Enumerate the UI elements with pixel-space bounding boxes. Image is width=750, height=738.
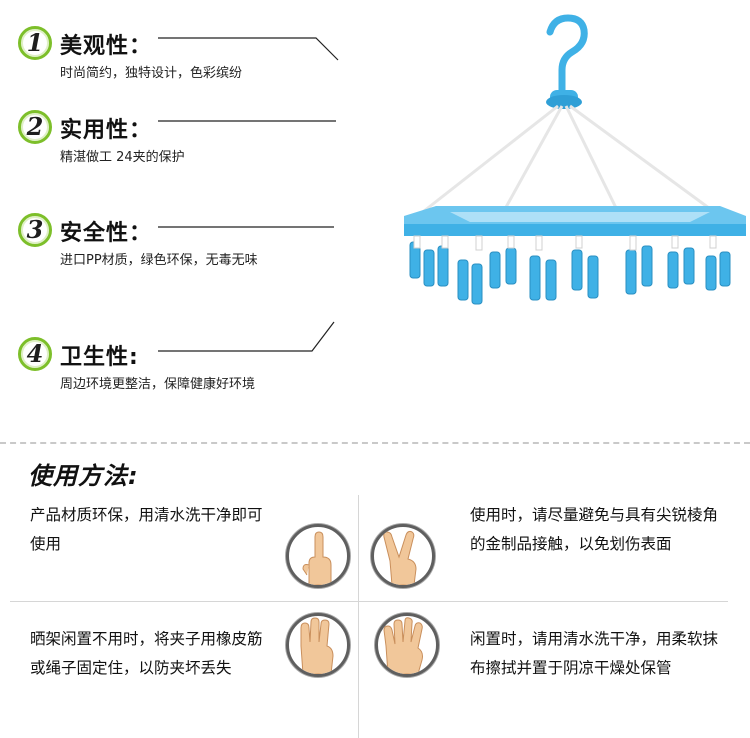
usage-tip-4: 闲置时，请用清水洗干净，用柔软抹布擦拭并置于阴凉干燥处保管 (470, 630, 719, 677)
hand-four-fingers-icon (375, 613, 439, 677)
usage-tip-2: 使用时，请尽量避免与具有尖锐棱角的金制品接触，以免划伤表面 (470, 506, 719, 553)
feature-title: 实用性： (60, 118, 153, 143)
feature-description: 周边环境更整洁，保障健康好环境 (60, 377, 256, 392)
clothes-hanger-image (404, 14, 746, 305)
callout-lines (158, 37, 339, 352)
hand-two-fingers-icon (371, 524, 435, 588)
feature-hygiene: 4 卫生性: 周边环境更整洁，保障健康好环境 (18, 337, 348, 407)
feature-description: 精湛做工 24夹的保护 (60, 150, 185, 165)
feature-practical: 2 实用性： 精湛做工 24夹的保护 (18, 110, 348, 180)
feature-title: 美观性： (60, 34, 153, 59)
number-badge-icon: 3 (18, 213, 52, 247)
number-badge-icon: 1 (18, 26, 52, 60)
feature-description: 进口PP材质，绿色环保，无毒无味 (60, 253, 258, 268)
number-badge-icon: 4 (18, 337, 52, 371)
number-badge-icon: 2 (18, 110, 52, 144)
usage-title: 使用方法: (28, 462, 139, 490)
feature-title: 卫生性: (60, 345, 139, 370)
feature-title: 安全性： (60, 221, 153, 246)
usage-tip-1: 产品材质环保，用清水洗干净即可使用 (30, 506, 263, 553)
feature-safety: 3 安全性： 进口PP材质，绿色环保，无毒无味 (18, 213, 348, 283)
hand-one-finger-icon (286, 524, 350, 588)
grid-divider-vertical (358, 495, 359, 738)
feature-aesthetic: 1 美观性： 时尚简约，独特设计，色彩缤纷 (18, 26, 348, 96)
hand-three-fingers-icon (286, 613, 350, 677)
feature-description: 时尚简约，独特设计，色彩缤纷 (60, 66, 243, 81)
usage-tip-3: 晒架闲置不用时，将夹子用橡皮筋或绳子固定住，以防夹坏丢失 (30, 630, 263, 677)
grid-divider-horizontal (10, 601, 728, 602)
section-divider (0, 442, 750, 444)
